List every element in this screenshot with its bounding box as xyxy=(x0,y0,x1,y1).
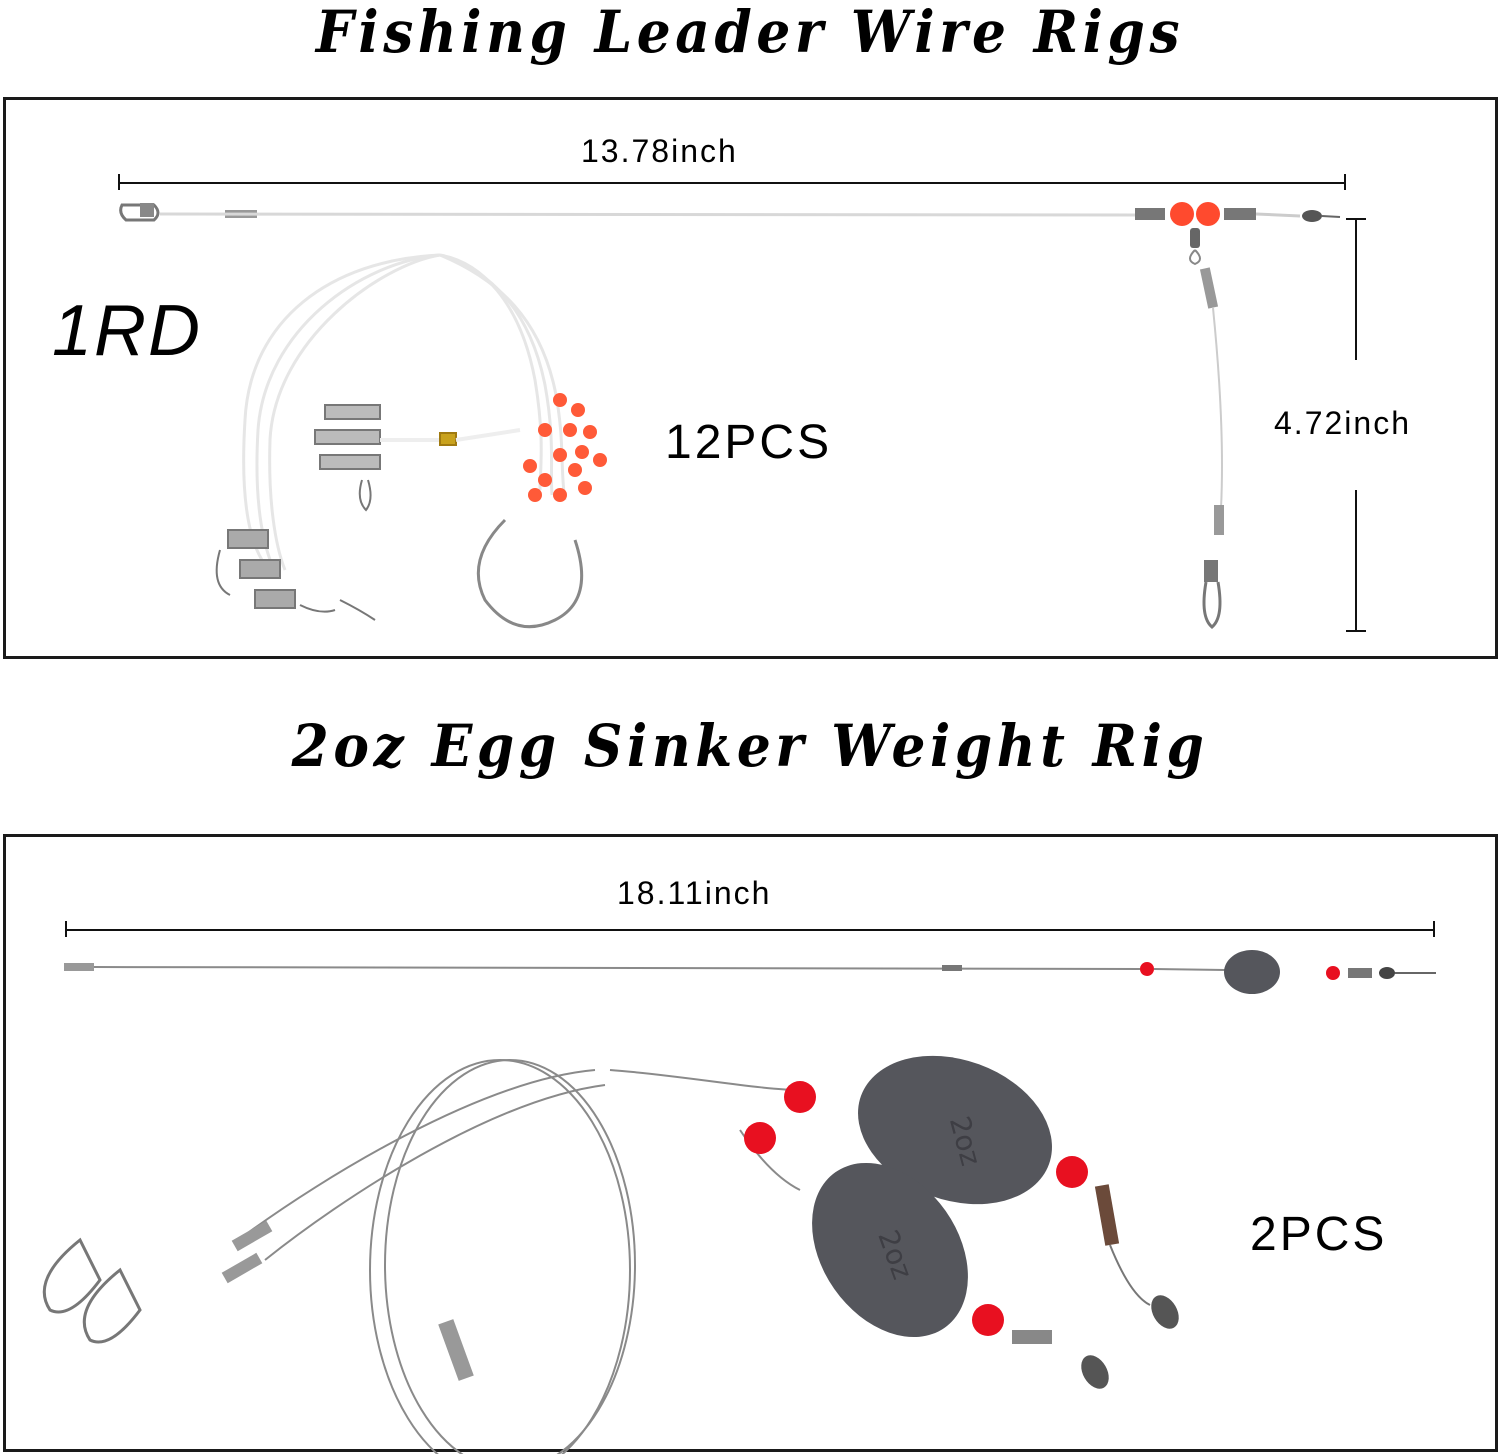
steel-wire-coil xyxy=(244,1059,801,1454)
crimp-sleeve-icon xyxy=(1094,1184,1120,1246)
barrel-swivel-icon xyxy=(1151,1295,1179,1329)
crimp-sleeve-icon xyxy=(231,1220,273,1252)
dimension-tick xyxy=(118,174,120,190)
barrel-swivel-icon xyxy=(1379,967,1395,979)
barrel-swivel-icon xyxy=(1081,1355,1109,1389)
dimension-tick xyxy=(1433,921,1435,937)
branch-line xyxy=(1212,307,1223,509)
egg-sinker-icon xyxy=(812,1055,1052,1338)
branch-dimension-line-bottom xyxy=(1355,490,1357,632)
egg-sinker-icon xyxy=(1224,950,1280,994)
bead-icon xyxy=(1196,202,1220,226)
snap-swivel-icon xyxy=(1202,560,1222,629)
branch-dimension-line-top xyxy=(1355,218,1357,360)
clip-cluster-left xyxy=(215,529,376,621)
quantity-label: 2PCS xyxy=(1250,1208,1388,1261)
clip-cluster-center xyxy=(314,404,521,512)
snap-swivel-icon xyxy=(119,203,160,222)
crimp-sleeve-icon xyxy=(1348,968,1372,978)
bead-icon xyxy=(1140,962,1154,976)
coiled-rig-bundle xyxy=(242,253,567,571)
section1-title: Fishing Leader Wire Rigs xyxy=(315,0,1185,66)
crimp-sleeve-icon xyxy=(942,965,962,971)
crimp-sleeve-icon xyxy=(1214,505,1224,535)
quantity-label: 12PCS xyxy=(665,416,833,469)
length-dimension-line xyxy=(65,929,1435,931)
length-dimension-label: 18.11inch xyxy=(617,875,772,911)
hook-loop-icon xyxy=(476,518,584,629)
crimp-sleeve-icon xyxy=(1199,267,1219,309)
steel-leader-line xyxy=(93,966,1141,970)
crimp-sleeve-icon xyxy=(1224,208,1256,220)
branch-dimension-label: 4.72inch xyxy=(1274,405,1411,441)
bead-icon xyxy=(744,1081,1088,1336)
barrel-swivel-icon xyxy=(1302,210,1322,222)
leader-rig-illustration xyxy=(119,202,1341,629)
model-label: 1RD xyxy=(52,291,203,371)
length-dimension-label: 13.78inch xyxy=(581,133,738,169)
dimension-tick xyxy=(65,921,67,937)
length-dimension-line xyxy=(118,182,1346,184)
crimp-sleeve-icon xyxy=(438,1319,474,1381)
section2-title: 2oz Egg Sinker Weight Rig xyxy=(291,712,1209,780)
crimp-sleeve-icon xyxy=(1135,208,1165,220)
crimp-sleeve-icon xyxy=(221,1252,263,1284)
dimension-tick xyxy=(1344,174,1346,190)
dimension-tick xyxy=(1346,218,1366,220)
snap-icon xyxy=(42,1237,142,1344)
dimension-tick xyxy=(1346,630,1366,632)
swivel-icon xyxy=(1190,228,1200,248)
bead-icon xyxy=(1170,202,1194,226)
bead-cluster xyxy=(523,393,607,502)
snap-icon xyxy=(64,963,94,971)
crimp-sleeve-icon xyxy=(1012,1330,1052,1344)
bead-icon xyxy=(1326,966,1340,980)
clear-leader-line xyxy=(159,212,1141,217)
